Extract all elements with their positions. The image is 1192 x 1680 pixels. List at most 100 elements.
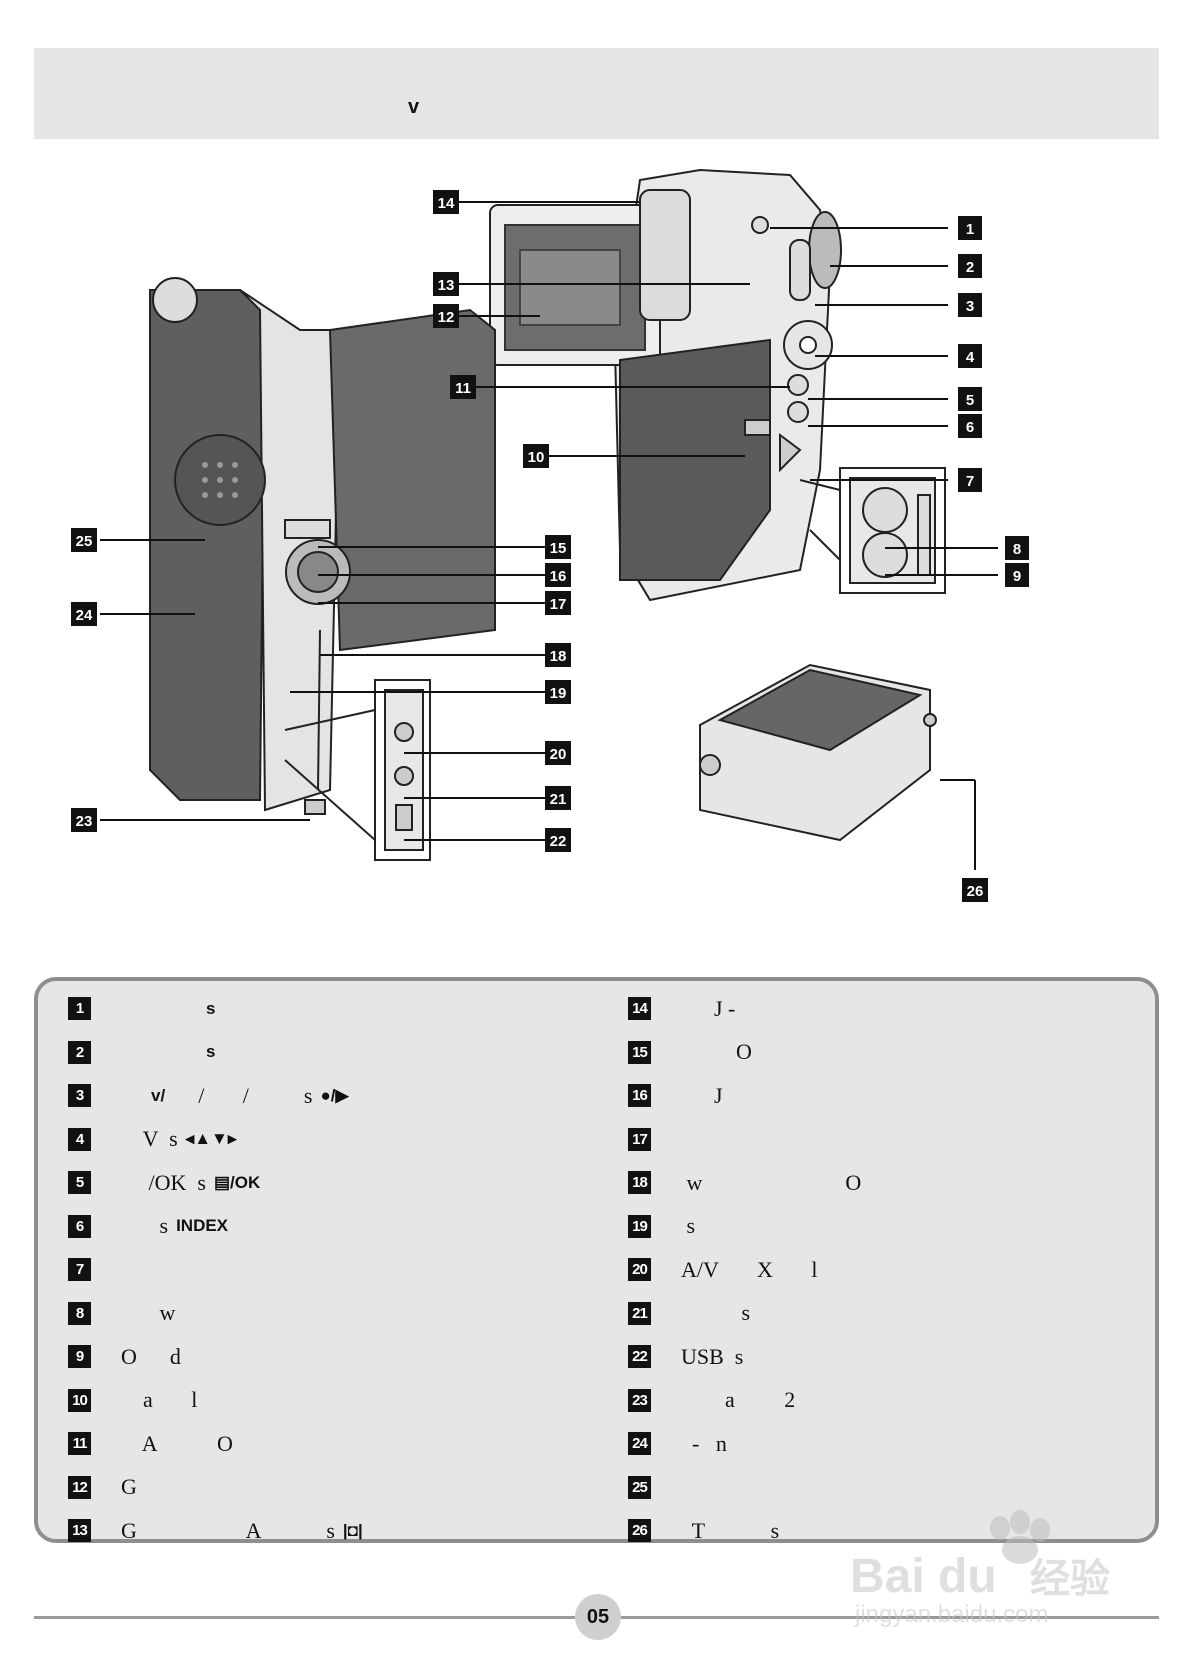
direction-pad-icon: ◂▲▼▸ <box>185 1129 237 1149</box>
svg-text:8: 8 <box>1013 541 1021 558</box>
legend-item: 16 J <box>628 1074 1148 1118</box>
header-band <box>34 48 1159 139</box>
legend-item: 24 - n <box>628 1422 1148 1466</box>
svg-text:18: 18 <box>550 648 567 665</box>
legend-item: 17 <box>628 1118 1148 1162</box>
callout-19: 19 <box>545 680 571 704</box>
display-toggle-icon: |◘| <box>342 1520 363 1540</box>
legend-item: 5 /OK s▤/OK <box>68 1161 588 1205</box>
legend-item: 15 O <box>628 1031 1148 1075</box>
legend-panel: 1 s 2 s 3 v/ / / s●/▶ 4 V s◂▲▼▸ 5 /OK s▤… <box>34 977 1159 1543</box>
callout-14: 14 <box>433 190 459 214</box>
footer-rule-left <box>34 1616 575 1619</box>
paw-icon <box>990 1510 1050 1564</box>
camcorder-front-view <box>149 277 496 861</box>
camcorder-side-view <box>699 663 937 842</box>
footer-rule-right <box>621 1616 1159 1619</box>
svg-text:23: 23 <box>76 813 93 830</box>
callout-15: 15 <box>545 535 571 559</box>
svg-text:25: 25 <box>76 533 93 550</box>
callout-21: 21 <box>545 786 571 810</box>
baidu-watermark: Bai du 经验 jingyan.baidu.com <box>850 1510 1110 1628</box>
svg-text:13: 13 <box>438 277 455 294</box>
callout-25: 25 <box>71 528 97 552</box>
callout-20: 20 <box>545 741 571 765</box>
callout-23: 23 <box>71 808 97 832</box>
svg-text:24: 24 <box>76 607 93 624</box>
callout-4: 4 <box>958 344 982 368</box>
legend-item: 8 w <box>68 1292 588 1336</box>
legend-item: 26 T s <box>628 1509 1148 1553</box>
svg-text:1: 1 <box>966 221 974 238</box>
callout-17: 17 <box>545 591 571 615</box>
svg-text:19: 19 <box>550 685 567 702</box>
callout-24: 24 <box>71 602 97 626</box>
camcorder-top-view <box>489 168 946 602</box>
legend-left-column: 1 s 2 s 3 v/ / / s●/▶ 4 V s◂▲▼▸ 5 /OK s▤… <box>68 987 588 1553</box>
callout-22: 22 <box>545 828 571 852</box>
legend-item: 21 s <box>628 1292 1148 1336</box>
legend-item: 11 A O <box>68 1422 588 1466</box>
legend-item: 19 s <box>628 1205 1148 1249</box>
callout-9: 9 <box>1005 563 1029 587</box>
svg-text:5: 5 <box>966 392 974 409</box>
callout-26: 26 <box>962 878 988 902</box>
callout-lines <box>100 201 998 870</box>
legend-item: 4 V s◂▲▼▸ <box>68 1118 588 1162</box>
svg-text:9: 9 <box>1013 568 1021 585</box>
callout-12: 12 <box>433 304 459 328</box>
record-play-icon: ●/▶ <box>320 1085 349 1105</box>
svg-text:12: 12 <box>438 309 455 326</box>
callout-5: 5 <box>958 387 982 411</box>
svg-text:15: 15 <box>550 540 567 557</box>
legend-item: 7 <box>68 1248 588 1292</box>
callout-8: 8 <box>1005 536 1029 560</box>
callout-10: 10 <box>523 444 549 468</box>
svg-text:20: 20 <box>550 746 567 763</box>
callout-16: 16 <box>545 563 571 587</box>
svg-text:3: 3 <box>966 298 974 315</box>
menu-ok-icon: ▤ <box>213 1172 231 1192</box>
header-title: v <box>408 96 420 118</box>
svg-text:11: 11 <box>455 380 471 397</box>
svg-text:经验: 经验 <box>1030 1556 1110 1602</box>
callout-11: 11 <box>450 375 476 399</box>
svg-text:jingyan.baidu.com: jingyan.baidu.com <box>854 1601 1048 1628</box>
svg-text:22: 22 <box>550 833 567 850</box>
legend-item: 25 <box>628 1466 1148 1510</box>
legend-item: 10 a l <box>68 1379 588 1423</box>
callout-badges: 1 2 3 4 5 6 7 8 9 10 11 12 13 14 15 16 1… <box>71 190 1029 902</box>
svg-text:7: 7 <box>966 473 974 490</box>
svg-text:10: 10 <box>528 449 545 466</box>
callout-18: 18 <box>545 643 571 667</box>
svg-text:4: 4 <box>966 349 975 366</box>
svg-text:16: 16 <box>550 568 567 585</box>
callout-2: 2 <box>958 254 982 278</box>
legend-item: 23 a 2 <box>628 1379 1148 1423</box>
svg-text:17: 17 <box>550 596 567 613</box>
camcorder-diagram: 1 2 3 4 5 6 7 8 9 10 11 12 13 14 15 16 1… <box>71 168 1029 902</box>
callout-13: 13 <box>433 272 459 296</box>
svg-text:21: 21 <box>550 791 567 808</box>
callout-7: 7 <box>958 468 982 492</box>
legend-item: 14 J - <box>628 987 1148 1031</box>
callout-3: 3 <box>958 293 982 317</box>
legend-item: 3 v/ / / s●/▶ <box>68 1074 588 1118</box>
svg-text:6: 6 <box>966 419 974 436</box>
svg-text:Bai du: Bai du <box>850 1550 997 1603</box>
page-number: 05 <box>575 1594 621 1640</box>
legend-item: 18 w O <box>628 1161 1148 1205</box>
svg-text:14: 14 <box>438 195 455 212</box>
callout-1: 1 <box>958 216 982 240</box>
legend-item: 1 s <box>68 987 588 1031</box>
svg-text:2: 2 <box>966 259 974 276</box>
callout-6: 6 <box>958 414 982 438</box>
legend-item: 2 s <box>68 1031 588 1075</box>
